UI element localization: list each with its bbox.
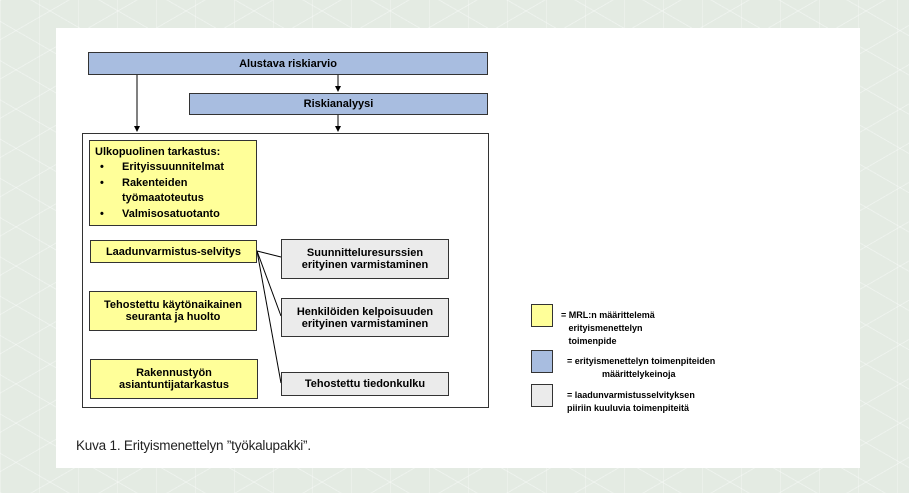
list-item: Rakenteiden työmaatoteutus <box>95 176 256 207</box>
alustava-riskiarvio-box: Alustava riskiarvio <box>88 52 488 75</box>
henkiloiden-label: Henkilöiden kelpoisuuden erityinen varmi… <box>296 305 434 330</box>
toolbox-container <box>82 133 489 408</box>
riskianalyysi-label: Riskianalyysi <box>303 98 374 110</box>
tehostettu-tiedonkulku-box: Tehostettu tiedonkulku <box>281 372 449 396</box>
rakennustyon-label: Rakennustyön asiantuntijatarkastus <box>118 367 230 391</box>
suunnitteluresurssit-label: Suunnitteluresurssien erityinen varmista… <box>301 247 429 271</box>
tiedonkulku-label: Tehostettu tiedonkulku <box>304 378 426 390</box>
henkiloiden-kelpoisuus-box: Henkilöiden kelpoisuuden erityinen varmi… <box>281 298 449 337</box>
ulkopuolinen-title: Ulkopuolinen tarkastus: <box>95 146 221 158</box>
legend-text-blue: = erityismenettelyn toimenpiteiden määri… <box>567 356 716 379</box>
legend-text-yellow: = MRL:n määrittelemä erityismenettelyn t… <box>561 310 655 346</box>
ulkopuolinen-list: Erityissuunnitelmat Rakenteiden työmaato… <box>95 160 256 222</box>
alustava-riskiarvio-label: Alustava riskiarvio <box>239 57 337 70</box>
riskianalyysi-box: Riskianalyysi <box>189 93 488 115</box>
rakennustyon-asiantuntijatarkastus-box: Rakennustyön asiantuntijatarkastus <box>90 359 258 399</box>
tehostettu-kaytonaikainen-box: Tehostettu käytönaikainen seuranta ja hu… <box>89 291 257 331</box>
line-to-tiedonkulku <box>256 250 282 384</box>
suunnitteluresurssit-box: Suunnitteluresurssien erityinen varmista… <box>281 239 449 279</box>
legend-swatch-yellow <box>531 304 553 327</box>
list-item: Valmisosatuotanto <box>95 207 256 223</box>
laadunvarmistus-selvitys-box: Laadunvarmistus-selvitys <box>90 240 257 263</box>
tehostettu-kaytonaikainen-label: Tehostettu käytönaikainen seuranta ja hu… <box>104 299 242 323</box>
legend-swatch-blue <box>531 350 553 373</box>
line-to-suunnitteluresurssit <box>256 250 282 258</box>
line-to-henkiloiden <box>256 250 282 317</box>
list-item: Erityissuunnitelmat <box>95 160 256 176</box>
laadunvarmistus-label: Laadunvarmistus-selvitys <box>105 245 242 258</box>
legend-text-grey: = laadunvarmistusselvityksen piiriin kuu… <box>567 390 695 413</box>
figure-caption: Kuva 1. Erityismenettelyn ”työkalupakki”… <box>76 438 311 453</box>
ulkopuolinen-tarkastus-box: Ulkopuolinen tarkastus: Erityissuunnitel… <box>89 140 257 226</box>
legend-swatch-grey <box>531 384 553 407</box>
